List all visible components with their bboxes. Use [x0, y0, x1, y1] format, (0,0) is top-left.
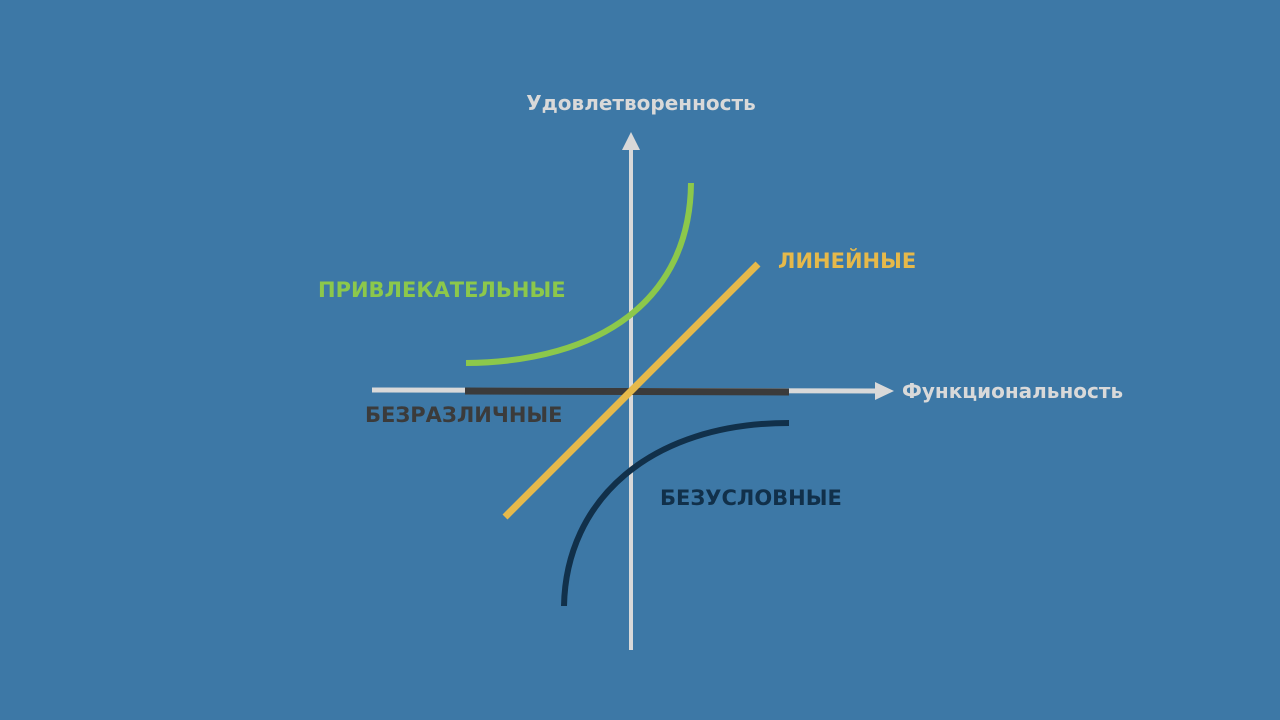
attractive-label: ПРИВЛЕКАТЕЛЬНЫЕ: [318, 278, 566, 302]
y-axis-arrow-icon: [622, 132, 640, 150]
must-be-label: БЕЗУСЛОВНЫЕ: [660, 486, 842, 510]
y-axis-label: Удовлетворенность: [526, 91, 756, 115]
linear-label: ЛИНЕЙНЫЕ: [778, 248, 916, 273]
linear-curve: [502, 261, 761, 520]
indifferent-label: БЕЗРАЗЛИЧНЫЕ: [365, 403, 563, 427]
must-be-curve: [561, 420, 790, 607]
x-axis-label: Функциональность: [902, 379, 1123, 403]
x-axis-arrow-icon: [875, 382, 894, 400]
attractive-curve: [465, 182, 694, 366]
